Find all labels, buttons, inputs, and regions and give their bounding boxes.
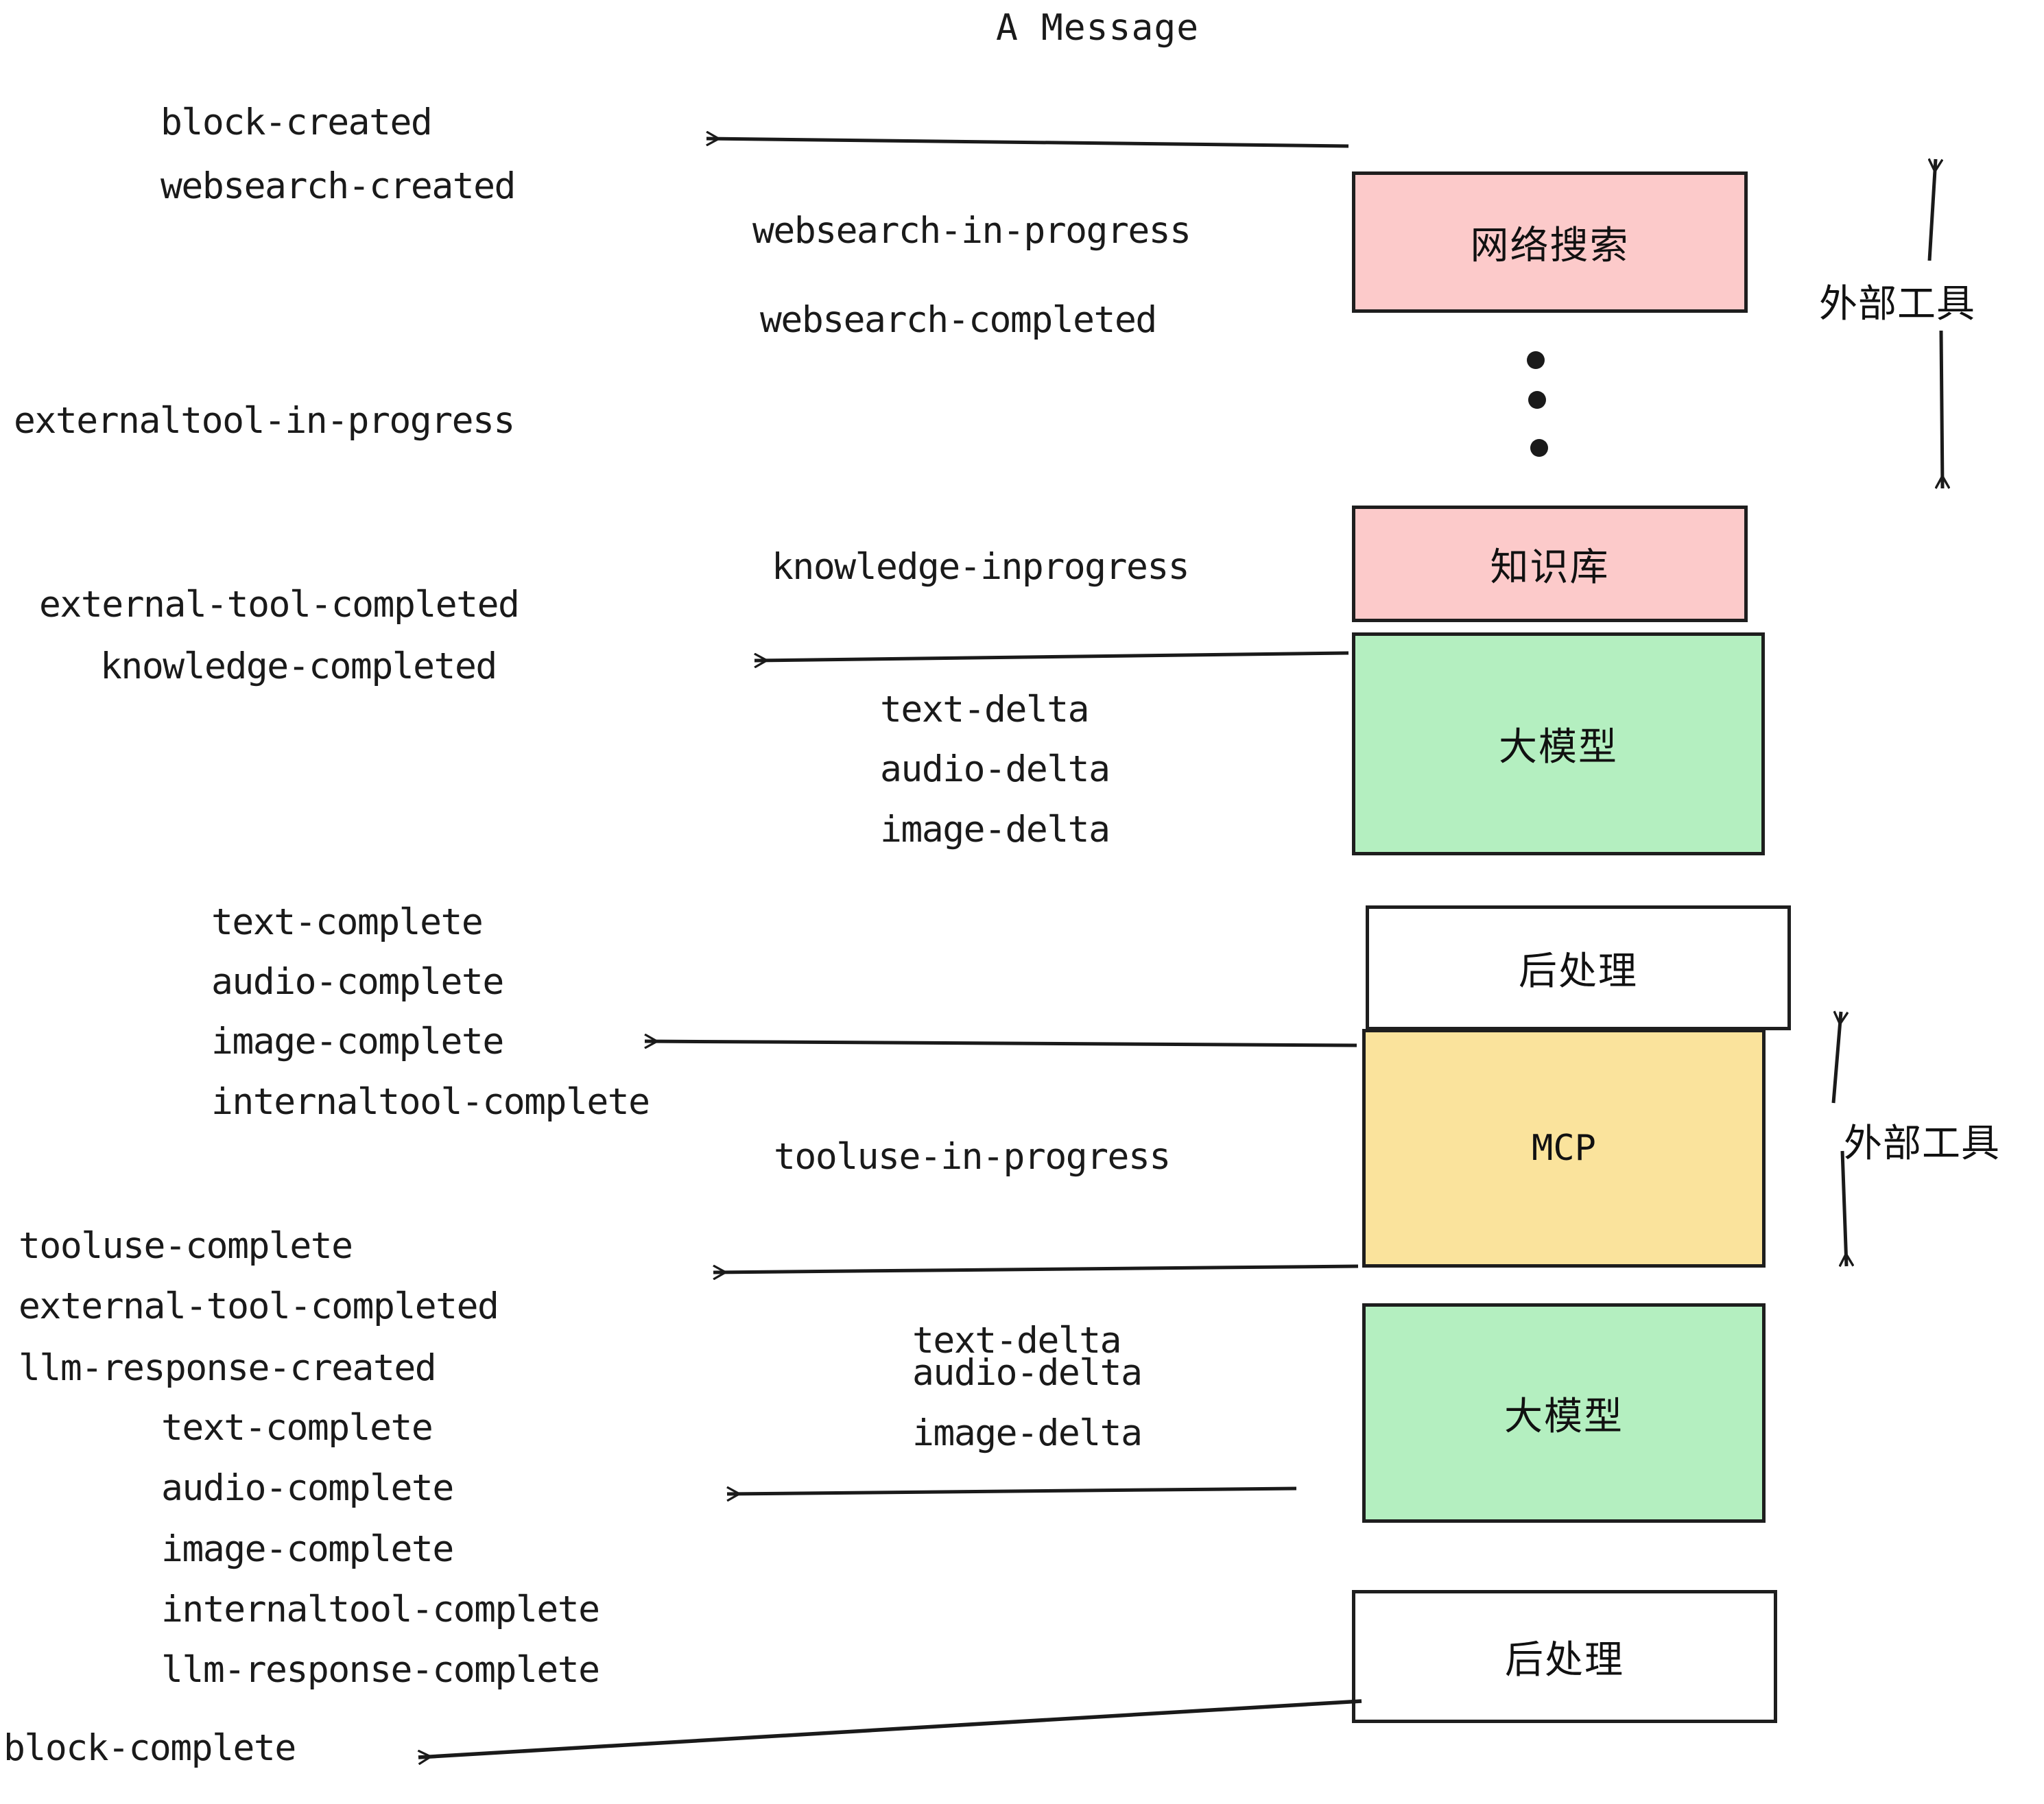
event-label-internaltool-complete-1: internaltool-complete [211,1081,650,1123]
arrow-external-tool-up-bottom [1831,1012,1841,1104]
event-label-text-delta-2: text-delta [912,1320,1122,1362]
event-label-audio-complete-1: audio-complete [211,961,504,1003]
event-label-externaltool-in-progress: externaltool-in-progress [14,400,515,442]
node-label-llm-1: 大模型 [1499,725,1618,770]
event-label-image-complete-2: image-complete [161,1528,454,1570]
event-label-websearch-completed: websearch-completed [760,299,1157,341]
arrow-external-tool-down-top [1941,330,1942,488]
node-label-websearch: 网络搜索 [1470,223,1630,268]
event-label-text-complete-1: text-complete [211,901,484,943]
event-label-image-complete-1: image-complete [211,1021,504,1063]
ellipsis-dot-icon [1527,351,1545,369]
event-label-block-complete: block-complete [3,1727,296,1769]
event-label-block-created: block-created [161,102,433,143]
side-label-external-tool-bottom: 外部工具 [1844,1121,2000,1166]
node-box-postprocess-1[interactable]: 后处理 [1366,905,1791,1030]
event-label-tooluse-in-progress: tooluse-in-progress [774,1136,1171,1178]
event-label-llm-response-created: llm-response-created [19,1347,437,1389]
event-label-internaltool-complete-2: internaltool-complete [161,1589,600,1630]
node-box-knowledge[interactable]: 知识库 [1352,506,1748,622]
event-label-image-delta-2: image-delta [912,1412,1143,1454]
arrow-audio-complete [727,1488,1297,1494]
arrow-block-complete [418,1699,1362,1757]
node-label-llm-2: 大模型 [1504,1394,1624,1439]
event-label-text-complete-2: text-complete [161,1407,433,1449]
node-box-llm-1[interactable]: 大模型 [1352,632,1765,855]
arrow-image-complete [645,1041,1357,1045]
arrow-knowledge-completed [754,651,1349,661]
node-label-mcp: MCP [1532,1128,1596,1169]
event-label-websearch-created: websearch-created [161,165,516,207]
event-label-tooluse-complete: tooluse-complete [19,1225,353,1267]
event-label-audio-delta-2: audio-delta [912,1352,1143,1394]
event-label-external-tool-completed-2: external-tool-completed [19,1285,499,1327]
event-label-audio-complete-2: audio-complete [161,1467,454,1509]
ellipsis-dot-icon [1528,391,1546,409]
ellipsis-dot-icon [1530,439,1548,457]
node-label-postprocess-1: 后处理 [1519,949,1638,994]
side-label-external-tool-top: 外部工具 [1819,282,1975,327]
event-label-audio-delta-1: audio-delta [880,748,1110,790]
node-label-postprocess-2: 后处理 [1505,1637,1624,1683]
event-label-llm-response-complete: llm-response-complete [161,1649,600,1691]
event-label-knowledge-completed: knowledge-completed [100,645,497,687]
node-box-websearch[interactable]: 网络搜索 [1352,171,1748,313]
arrow-external-tool-up-top [1929,159,1936,261]
node-box-postprocess-2[interactable]: 后处理 [1352,1590,1777,1723]
node-box-llm-2[interactable]: 大模型 [1362,1303,1766,1523]
event-label-text-delta-1: text-delta [880,689,1090,731]
arrow-external-tool-down-bottom [1842,1150,1846,1266]
event-label-image-delta-1: image-delta [880,809,1110,851]
event-label-websearch-in-progress: websearch-in-progress [752,210,1191,252]
arrow-tooluse-complete [713,1264,1359,1272]
event-label-knowledge-inprogress: knowledge-inprogress [772,546,1190,588]
node-label-knowledge: 知识库 [1490,545,1610,590]
arrow-websearch-created [706,139,1349,148]
diagram-title: A Message [996,7,1200,49]
node-box-mcp[interactable]: MCP [1362,1029,1766,1268]
event-label-external-tool-completed-1: external-tool-completed [39,584,520,626]
